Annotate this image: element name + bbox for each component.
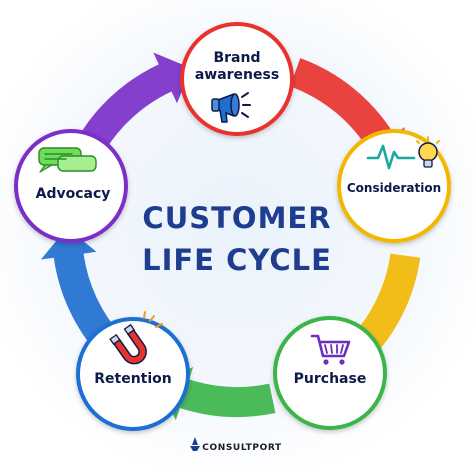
stage-circle xyxy=(180,22,294,136)
megaphone-icon xyxy=(211,92,251,123)
stage-label-line-1: Advocacy xyxy=(36,186,111,202)
chat-bubbles-icon xyxy=(38,147,97,173)
title-line-1: CUSTOMER xyxy=(142,201,331,235)
stage-label-line-1: Brand xyxy=(213,50,260,66)
magnet-sparks-icon xyxy=(143,311,163,328)
stage-circle xyxy=(76,317,190,431)
ship-logo-icon xyxy=(190,437,200,451)
stage-brand-awareness: Brand awareness xyxy=(180,22,294,136)
consultport-logo: CONSULTPORT xyxy=(190,437,282,453)
magnet-icon xyxy=(109,323,147,365)
center-title: CUSTOMER LIFE CYCLE xyxy=(142,201,332,277)
arrow-retention-to-advocacy xyxy=(40,227,122,356)
stage-label-line-1: Purchase xyxy=(294,371,367,387)
shopping-cart-icon xyxy=(310,334,351,365)
stage-purchase: Purchase xyxy=(273,316,387,430)
stage-circle xyxy=(273,316,387,430)
stage-retention: Retention xyxy=(76,311,190,431)
stage-advocacy: Advocacy xyxy=(14,129,128,243)
logo-text: CONSULTPORT xyxy=(202,443,282,453)
lightbulb-pulse-icon xyxy=(366,136,440,170)
title-line-2: LIFE CYCLE xyxy=(142,243,332,277)
stage-label-line-2: awareness xyxy=(195,67,279,83)
arrow-advocacy-to-awareness xyxy=(73,52,192,160)
stage-label-line-1: Retention xyxy=(94,371,172,387)
stage-label-line-1: Consideration xyxy=(347,181,441,195)
stage-consideration: Consideration xyxy=(337,129,451,243)
